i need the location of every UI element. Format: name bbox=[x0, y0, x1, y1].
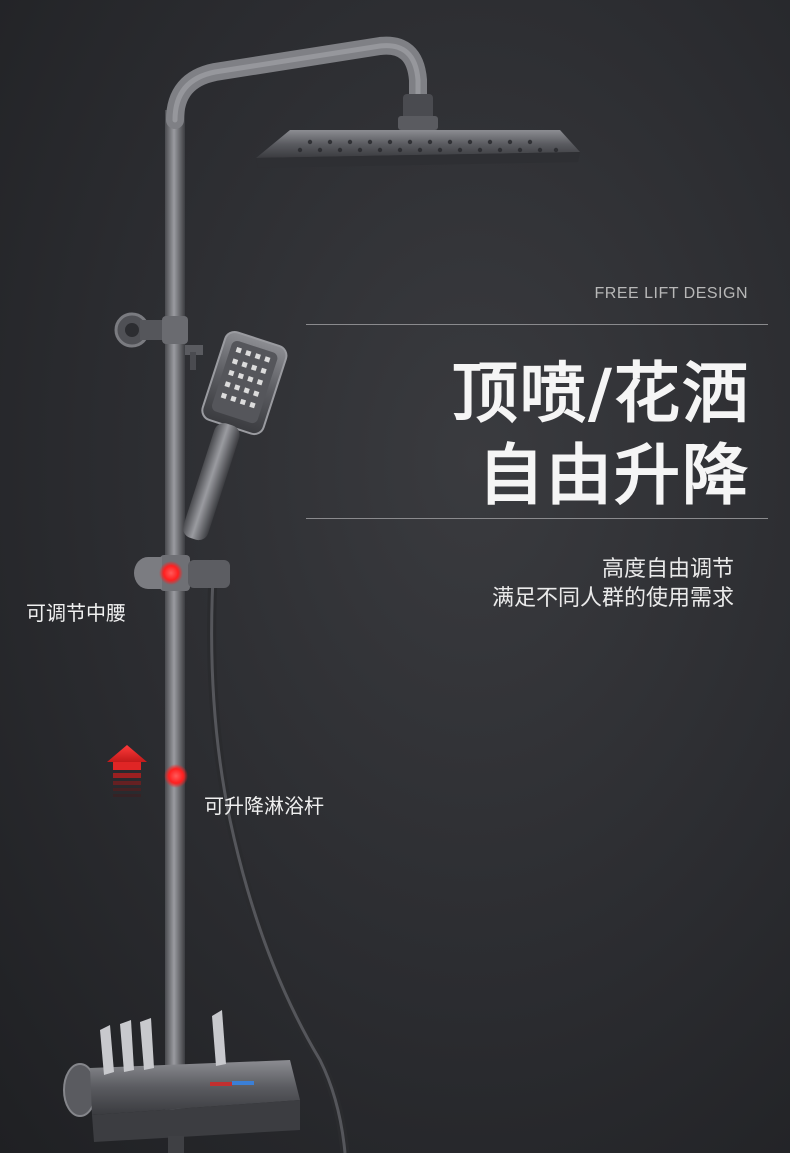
callout-rod-label: 可升降淋浴杆 bbox=[204, 794, 324, 818]
waist-marker bbox=[159, 561, 183, 585]
hand-shower bbox=[182, 330, 288, 541]
feature-eyebrow: FREE LIFT DESIGN bbox=[594, 285, 748, 302]
riser-pipe bbox=[165, 110, 185, 1110]
divider-bottom bbox=[306, 518, 768, 519]
callout-waist-label: 可调节中腰 bbox=[26, 601, 126, 625]
page-title-line1: 顶喷/花洒 bbox=[451, 355, 750, 432]
divider-top bbox=[306, 324, 768, 325]
rod-marker bbox=[164, 764, 188, 788]
rain-shower-head bbox=[256, 130, 580, 168]
subtitle-line2: 满足不同人群的使用需求 bbox=[491, 586, 734, 611]
mixer-valve bbox=[63, 1010, 300, 1153]
wall-mount bbox=[114, 312, 188, 348]
page-title-line2: 自由升降 bbox=[478, 437, 750, 514]
subtitle-line1: 高度自由调节 bbox=[601, 557, 734, 582]
up-arrow-icon bbox=[107, 745, 147, 797]
swivel-joint bbox=[403, 94, 433, 120]
